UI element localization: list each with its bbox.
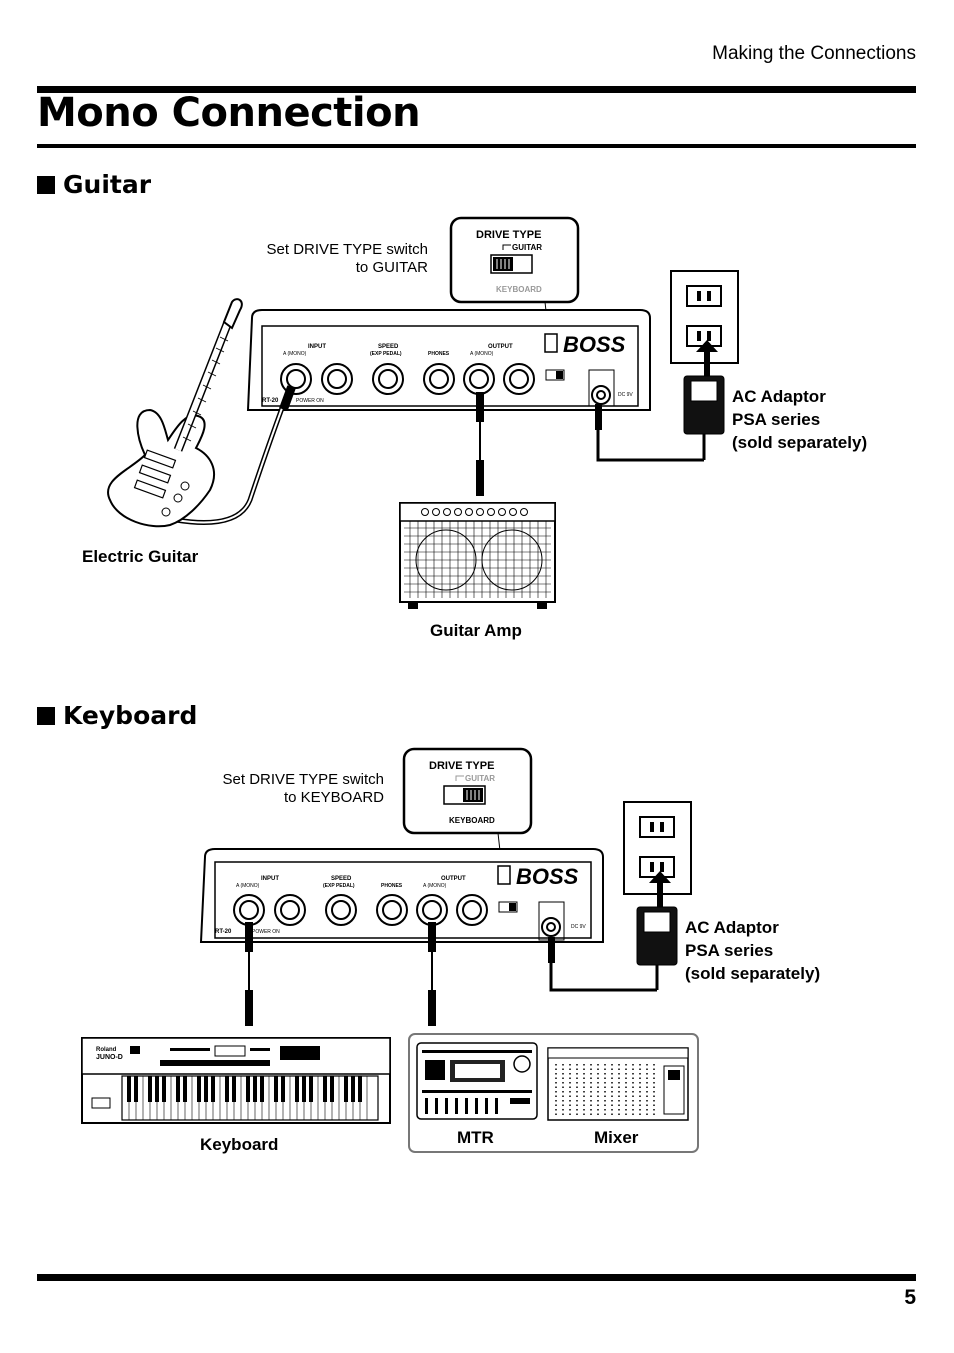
guitar-switch-note-line2: to GUITAR: [355, 259, 428, 276]
guitar-position-label: GUITAR: [512, 243, 542, 252]
model-label: RT-20: [262, 398, 279, 404]
phones-label: PHONES: [428, 351, 450, 357]
page-number: 5: [904, 1286, 916, 1309]
guitar-adaptor-line2: PSA series: [732, 410, 821, 429]
output-a-mono-label-kbd: A (MONO): [423, 883, 447, 889]
exp-pedal-label-kbd: (EXP PEDAL): [323, 883, 355, 889]
keyboard-position-label-kbd: KEYBOARD: [449, 816, 495, 825]
keyboard-brand: Roland: [96, 1047, 117, 1053]
boss-logo-kbd: BOSS: [516, 864, 579, 889]
drive-type-label: DRIVE TYPE: [476, 229, 541, 241]
guitar-section-heading: Guitar: [37, 170, 151, 199]
header-rule: [37, 86, 916, 93]
drive-type-callout-guitar: DRIVE TYPE GUITAR KEYBOARD: [449, 216, 580, 366]
power-on-label: POWER ON: [296, 398, 324, 404]
keyboard-adaptor-line1: AC Adaptor: [685, 918, 779, 937]
keyboard-label: Keyboard: [200, 1135, 279, 1154]
boss-logo: BOSS: [563, 332, 626, 357]
guitar-adaptor-label: AC Adaptor PSA series (sold separately): [732, 385, 867, 454]
guitar-switch-note: Set DRIVE TYPE switch to GUITAR: [200, 241, 428, 277]
guitar-adaptor-line3: (sold separately): [732, 433, 868, 452]
input-a-mono-label-kbd: A (MONO): [236, 883, 260, 889]
keyboard-section-heading: Keyboard: [37, 701, 197, 730]
page-title: Mono Connection: [37, 90, 421, 136]
model-label-kbd: RT-20: [215, 929, 232, 935]
speed-label-kbd: SPEED: [331, 876, 352, 882]
drive-type-label-kbd: DRIVE TYPE: [429, 760, 494, 772]
pedal-unit-keyboard: BOSS INPUT SPEED (EXP PEDAL) PHONES OUTP…: [199, 848, 604, 943]
mtr-illustration: [416, 1042, 538, 1120]
mixer-label: Mixer: [594, 1128, 639, 1147]
guitar-position-label-kbd: GUITAR: [465, 774, 495, 783]
keyboard-adaptor-label: AC Adaptor PSA series (sold separately): [685, 916, 820, 985]
mixer-illustration: [547, 1047, 689, 1121]
keyboard-adaptor-line2: PSA series: [685, 941, 774, 960]
square-bullet-icon: [37, 707, 55, 725]
guitar-amp-label: Guitar Amp: [430, 621, 522, 640]
guitar-heading-text: Guitar: [63, 170, 152, 199]
dc-label: DC 9V: [618, 392, 633, 398]
keyboard-adaptor-line3: (sold separately): [685, 964, 821, 983]
wall-outlet-keyboard: [623, 801, 692, 895]
square-bullet-icon: [37, 176, 55, 194]
keyboard-heading-text: Keyboard: [63, 701, 198, 730]
dc-label-kbd: DC 9V: [571, 924, 586, 930]
output-label: OUTPUT: [488, 344, 513, 350]
exp-pedal-label: (EXP PEDAL): [370, 351, 402, 357]
speed-label: SPEED: [378, 344, 399, 350]
keyboard-instrument-illustration: Roland JUNO-D: [81, 1037, 391, 1124]
keyboard-switch-note-line2: to KEYBOARD: [283, 789, 384, 806]
mtr-label: MTR: [457, 1128, 494, 1147]
title-rule: [37, 144, 916, 148]
input-label-kbd: INPUT: [261, 876, 279, 882]
keyboard-switch-note-line1: Set DRIVE TYPE switch: [222, 771, 384, 788]
output-label-kbd: OUTPUT: [441, 876, 466, 882]
drive-type-callout-keyboard: DRIVE TYPE GUITAR KEYBOARD: [402, 747, 533, 897]
pedal-unit-guitar: BOSS INPUT SPEED (EXP PEDAL) PHONES OUTP…: [246, 309, 651, 411]
power-on-label-kbd: POWER ON: [252, 929, 280, 935]
running-header: Making the Connections: [712, 43, 916, 64]
electric-guitar-label: Electric Guitar: [82, 547, 199, 566]
ac-adaptor-keyboard: [548, 871, 678, 992]
input-a-mono-label: A (MONO): [283, 351, 307, 357]
guitar-amp-illustration: [399, 502, 556, 609]
keyboard-switch-note: Set DRIVE TYPE switch to KEYBOARD: [154, 771, 384, 807]
wall-outlet-guitar: [670, 270, 739, 364]
ac-adaptor-guitar: [595, 340, 725, 462]
keyboard-model: JUNO-D: [96, 1054, 123, 1061]
footer-rule: [37, 1274, 916, 1281]
guitar-adaptor-line1: AC Adaptor: [732, 387, 826, 406]
electric-guitar-illustration: [107, 298, 243, 528]
keyboard-position-label: KEYBOARD: [496, 285, 542, 294]
output-a-mono-label: A (MONO): [470, 351, 494, 357]
phones-label-kbd: PHONES: [381, 883, 403, 889]
guitar-switch-note-line1: Set DRIVE TYPE switch: [266, 241, 428, 258]
input-label: INPUT: [308, 344, 326, 350]
